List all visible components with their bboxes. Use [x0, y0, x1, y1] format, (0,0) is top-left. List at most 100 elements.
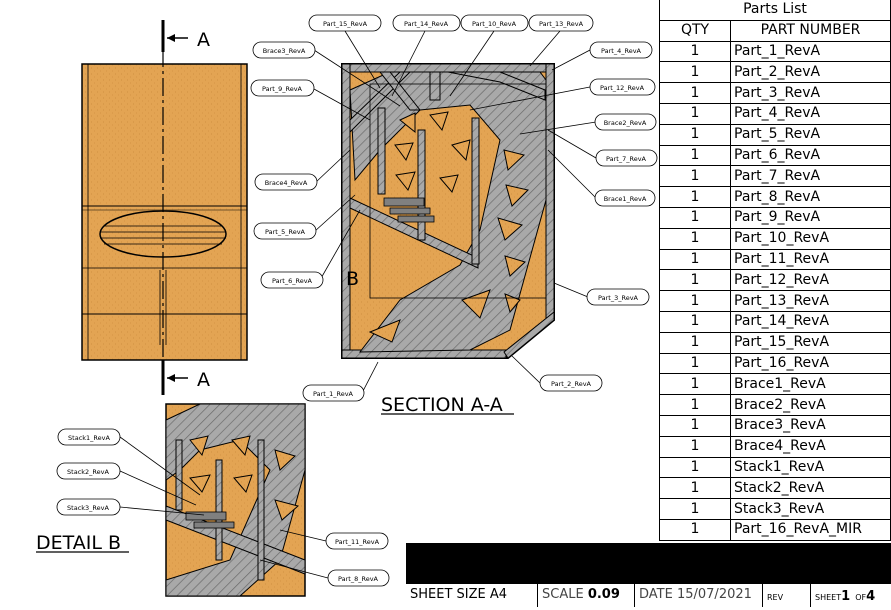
parts-row-qty: 1 — [659, 331, 731, 354]
parts-row-qty: 1 — [659, 498, 731, 520]
callout-part-12: Part_12_RevA — [589, 78, 656, 96]
callout-brace3-text: Brace3_RevA — [263, 47, 306, 55]
callout-part-15-text: Part_15_RevA — [323, 20, 368, 28]
parts-row-qty: 1 — [659, 414, 731, 437]
rev-cell: REV — [762, 583, 810, 607]
callout-part-10-text: Part_10_RevA — [472, 20, 517, 28]
parts-row-part-number: Part_13_RevA — [730, 290, 891, 312]
callout-part-9: Part_9_RevA — [250, 79, 315, 97]
callout-part-13: Part_13_RevA — [528, 14, 594, 32]
parts-row-qty: 1 — [659, 40, 731, 63]
sheet-label: SHEET — [815, 593, 842, 602]
title-block: SHEET SIZE A4 SCALE 0.09 DATE 15/07/2021… — [406, 543, 891, 607]
parts-row-part-number: Part_16_RevA_MIR — [730, 518, 891, 541]
parts-row-qty: 1 — [659, 269, 731, 292]
title-block-banner — [406, 543, 891, 583]
parts-row-part-number: Stack1_RevA — [730, 456, 891, 479]
parts-row-qty: 1 — [659, 290, 731, 312]
callout-part-6-text: Part_6_RevA — [272, 277, 313, 285]
date-cell: DATE 15/07/2021 — [634, 583, 762, 607]
parts-list-title: Parts List — [659, 0, 891, 21]
callout-stack3-text: Stack3_RevA — [67, 504, 109, 512]
callout-part-8: Part_8_RevA — [327, 569, 390, 587]
sheet-total: 4 — [866, 589, 876, 604]
parts-row-qty: 1 — [659, 394, 731, 416]
callout-part-10: Part_10_RevA — [460, 14, 529, 32]
callout-part-11-text: Part_11_RevA — [335, 538, 380, 546]
scale-cell: SCALE 0.09 — [537, 583, 634, 607]
title-block-row — [406, 583, 891, 608]
callout-part-1: Part_1_RevA — [302, 384, 365, 402]
parts-row-qty: 1 — [659, 435, 731, 458]
parts-row-part-number: Part_11_RevA — [730, 248, 891, 271]
section-view — [341, 63, 555, 359]
callout-part-5: Part_5_RevA — [253, 222, 317, 240]
callout-part-6: Part_6_RevA — [260, 271, 324, 289]
callout-part-2-text: Part_2_RevA — [551, 380, 592, 388]
parts-row-qty: 1 — [659, 352, 731, 375]
parts-row-qty: 1 — [659, 206, 731, 229]
parts-row-part-number: Part_7_RevA — [730, 165, 891, 188]
callout-part-9-text: Part_9_RevA — [262, 85, 303, 93]
parts-row-part-number: Part_5_RevA — [730, 123, 891, 146]
front-view — [81, 63, 248, 361]
cut-label-bottom: A — [197, 369, 210, 391]
rev-label: REV — [767, 593, 784, 602]
parts-row-part-number: Stack3_RevA — [730, 498, 891, 520]
callout-brace4-text: Brace4_RevA — [265, 179, 308, 187]
section-title: SECTION A-A — [381, 394, 503, 416]
sheet-number: 1 — [841, 589, 851, 604]
sheet-size-cell: SHEET SIZE A4 — [406, 583, 537, 607]
date-value: 15/07/2021 — [676, 587, 752, 602]
parts-row-part-number: Part_3_RevA — [730, 82, 891, 104]
parts-row-part-number: Part_1_RevA — [730, 40, 891, 63]
parts-row-part-number: Brace1_RevA — [730, 373, 891, 396]
parts-row-part-number: Part_9_RevA — [730, 206, 891, 229]
callout-part-5-text: Part_5_RevA — [265, 228, 306, 236]
col-header-part-number: PART NUMBER — [730, 19, 891, 42]
parts-row-part-number: Part_14_RevA — [730, 310, 891, 333]
parts-row-part-number: Brace4_RevA — [730, 435, 891, 458]
parts-row-part-number: Brace2_RevA — [730, 394, 891, 416]
callout-part-4-text: Part_4_RevA — [601, 47, 642, 55]
callout-part-2: Part_2_RevA — [539, 374, 603, 392]
callout-stack3: Stack3_RevA — [56, 498, 121, 516]
col-header-qty: QTY — [659, 19, 731, 42]
parts-row-qty: 1 — [659, 82, 731, 104]
callout-stack2: Stack2_RevA — [56, 462, 121, 480]
callout-brace4: Brace4_RevA — [254, 173, 318, 191]
callout-part-14-text: Part_14_RevA — [404, 20, 449, 28]
sheet-size-label: SHEET SIZE — [410, 587, 486, 602]
callout-stack1-text: Stack1_RevA — [68, 434, 110, 442]
parts-row-qty: 1 — [659, 248, 731, 271]
parts-row-qty: 1 — [659, 456, 731, 479]
leader-lines — [119, 30, 597, 579]
parts-row-part-number: Part_10_RevA — [730, 227, 891, 250]
parts-row-qty: 1 — [659, 186, 731, 208]
parts-row-qty: 1 — [659, 123, 731, 146]
parts-row-part-number: Part_8_RevA — [730, 186, 891, 208]
